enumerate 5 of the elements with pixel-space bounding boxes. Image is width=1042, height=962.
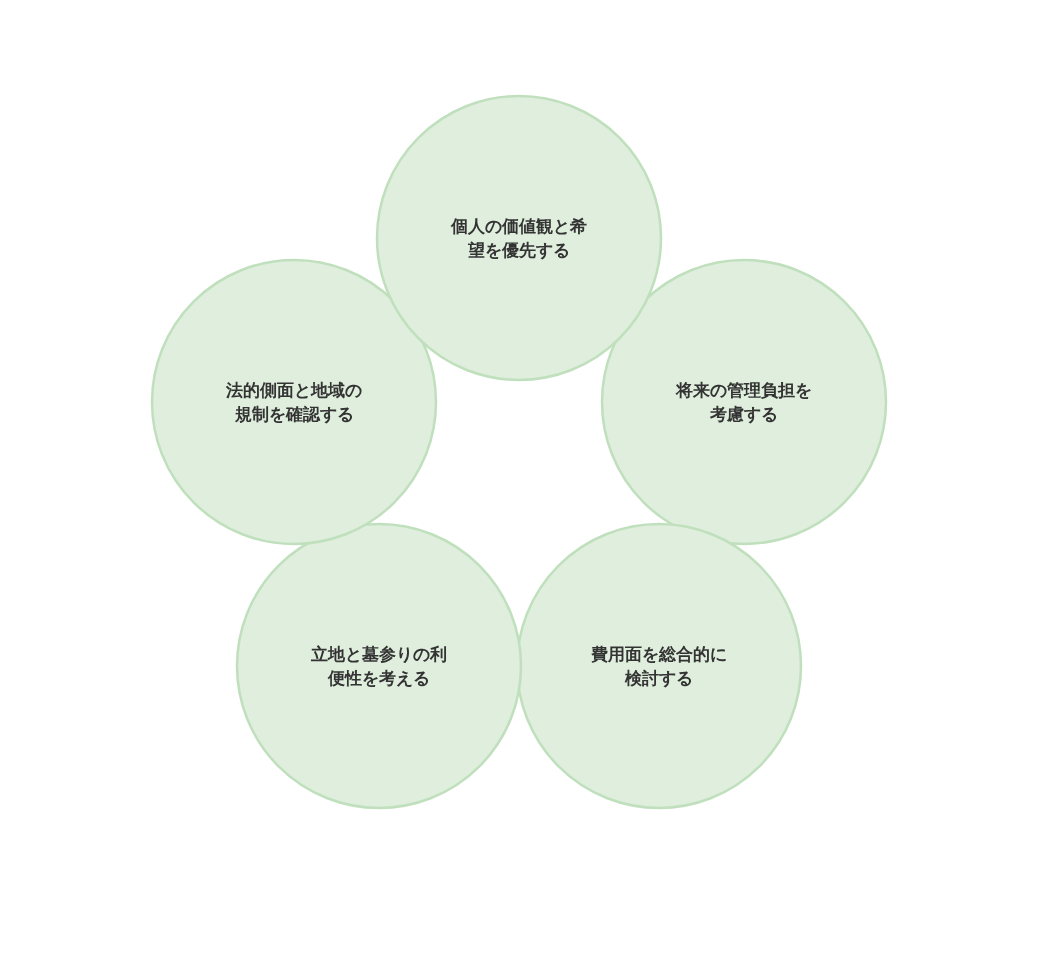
circle-label: 個人の価値観と希望を優先する bbox=[450, 215, 588, 262]
circle-label: 将来の管理負担を考慮する bbox=[674, 379, 813, 426]
circle-label: 費用面を総合的に検討する bbox=[590, 643, 728, 690]
circle-label: 立地と墓参りの利便性を考える bbox=[310, 643, 448, 690]
circle-label: 法的側面と地域の規制を確認する bbox=[225, 379, 363, 426]
